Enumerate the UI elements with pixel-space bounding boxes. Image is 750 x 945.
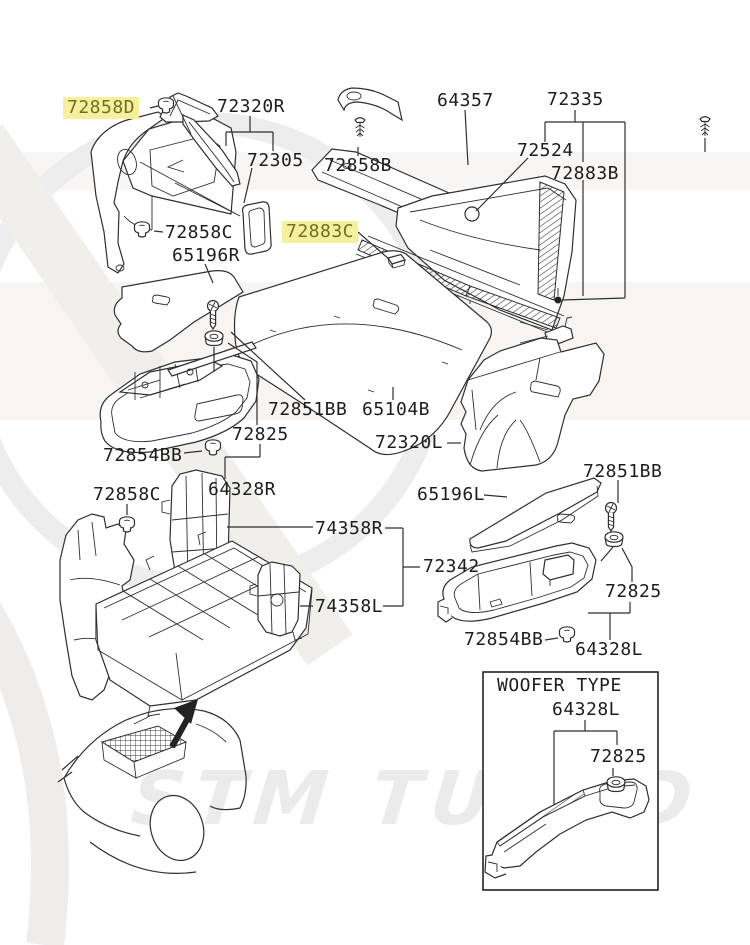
grommet-icon: [204, 330, 224, 347]
jack-tray-assembly-64328R: [99, 341, 260, 454]
part-label-65104B: 65104B: [362, 399, 431, 420]
part-label-64328R: 64328R: [208, 479, 277, 500]
part-label-72854BB: 72854BB: [103, 445, 183, 466]
grommet-icon: [606, 776, 626, 793]
part-label-74358L: 74358L: [315, 596, 384, 617]
part-label-72858B: 72858B: [324, 155, 393, 176]
side-mat-65196L: [469, 477, 602, 553]
part-label-64357: 64357: [437, 90, 494, 111]
push-clip-icon: [204, 439, 222, 456]
part-label-woofer-64328L: 64328L: [552, 699, 621, 720]
part-label-72854BB-2: 72854BB: [464, 629, 544, 650]
part-label-72320R: 72320R: [217, 96, 286, 117]
trunk-mat-65104B: [233, 250, 493, 456]
part-label-72883C: 72883C: [282, 221, 359, 243]
part-label-woofer-72825: 72825: [590, 746, 647, 767]
part-label-72851BB: 72851BB: [268, 399, 348, 420]
part-label-72825-2: 72825: [605, 581, 662, 602]
push-clip-icon: [133, 221, 151, 238]
part-label-72858C: 72858C: [165, 222, 234, 243]
tree-clip-icon: [354, 117, 366, 138]
part-label-65196L: 65196L: [417, 484, 486, 505]
part-label-72825: 72825: [232, 424, 289, 445]
install-direction-arrow: [169, 714, 192, 749]
screw-icon: [604, 501, 618, 532]
push-clip-icon: [558, 626, 576, 643]
part-label-72524: 72524: [517, 140, 574, 161]
screw-icon: [206, 299, 220, 330]
quarter-trim-panel-left: [460, 316, 605, 472]
part-label-72883B: 72883B: [551, 163, 620, 184]
access-cover-72305: [241, 201, 272, 255]
part-label-72342: 72342: [423, 556, 480, 577]
woofer-type-box: [482, 671, 659, 891]
part-label-72858C-2: 72858C: [93, 484, 162, 505]
part-label-72851BB-2: 72851BB: [583, 461, 663, 482]
storage-tray-64328L: [437, 542, 597, 623]
car-rear-illustration: [57, 699, 247, 874]
seatback-panel-assembly: [59, 469, 313, 717]
woofer-type-title: WOOFER TYPE: [497, 675, 622, 696]
part-label-72305: 72305: [247, 150, 304, 171]
grommet-icon: [604, 531, 624, 548]
part-label-72335: 72335: [547, 89, 604, 110]
tree-clip-icon: [699, 116, 711, 137]
part-label-64328L: 64328L: [575, 639, 644, 660]
quarter-trim-panel-right: [90, 92, 241, 274]
leader-lines: [126, 105, 706, 641]
part-label-72858D: 72858D: [63, 97, 140, 119]
side-mat-65196R: [113, 270, 244, 353]
part-label-74358R: 74358R: [315, 518, 384, 539]
part-label-65196R: 65196R: [172, 245, 241, 266]
part-label-72320L: 72320L: [375, 432, 444, 453]
